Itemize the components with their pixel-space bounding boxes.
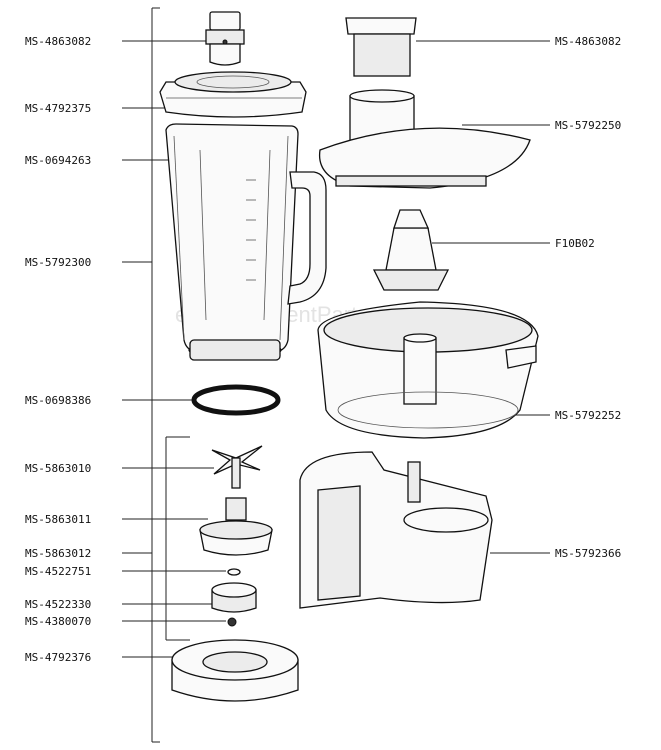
blade-assembly	[211, 445, 263, 489]
small-nut	[227, 617, 237, 627]
base-ring	[171, 639, 299, 702]
label-ms-4863082-right: MS-4863082	[555, 35, 621, 48]
cone-attachment	[372, 209, 450, 291]
label-ms-4863082-left: MS-4863082	[25, 35, 91, 48]
label-ms-0694263: MS-0694263	[25, 154, 91, 167]
label-ms-5792252: MS-5792252	[555, 409, 621, 422]
label-ms-5792250: MS-5792250	[555, 119, 621, 132]
left-leaders	[122, 40, 226, 658]
label-ms-5792366: MS-5792366	[555, 547, 621, 560]
label-ms-0698386: MS-0698386	[25, 394, 91, 407]
left-labels: MS-4863082 MS-4792375 MS-0694263 MS-5792…	[25, 35, 91, 664]
label-ms-5863010: MS-5863010	[25, 462, 91, 475]
motor-base	[299, 451, 493, 609]
label-ms-5863012: MS-5863012	[25, 547, 91, 560]
blender-jug	[165, 123, 327, 361]
label-ms-4522751: MS-4522751	[25, 565, 91, 578]
label-ms-4792376: MS-4792376	[25, 651, 91, 664]
label-ms-5792300: MS-5792300	[25, 256, 91, 269]
gasket-ring	[191, 384, 281, 416]
right-leaders	[416, 40, 550, 554]
label-f10b02: F10B02	[555, 237, 595, 250]
label-ms-4380070: MS-4380070	[25, 615, 91, 628]
label-ms-5863011: MS-5863011	[25, 513, 91, 526]
measuring-cap-left	[205, 11, 245, 66]
blender-lid	[159, 71, 307, 118]
measuring-cap-right	[345, 17, 417, 77]
left-bracket	[151, 7, 190, 743]
processor-bowl	[317, 301, 539, 439]
label-ms-4522330: MS-4522330	[25, 598, 91, 611]
nut	[211, 582, 257, 613]
label-ms-4792375: MS-4792375	[25, 102, 91, 115]
blade-holder	[199, 497, 273, 556]
right-labels: MS-4863082 MS-5792250 F10B02 MS-5792252 …	[555, 35, 621, 560]
processor-lid	[318, 89, 531, 189]
small-washer	[227, 568, 241, 576]
